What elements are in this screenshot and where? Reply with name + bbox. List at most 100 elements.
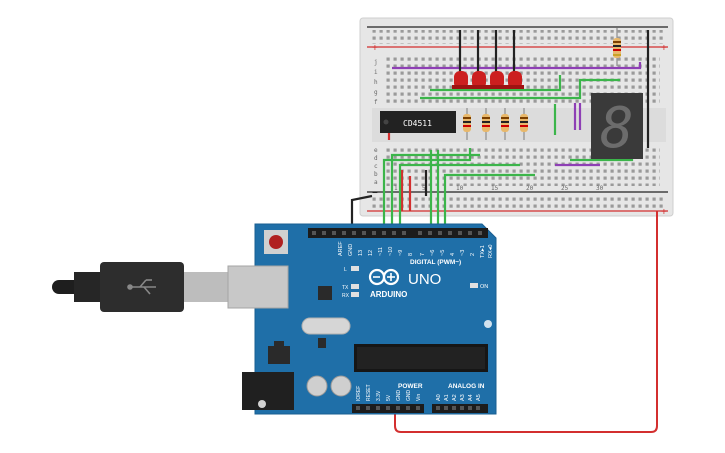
- col-label-20: 20: [526, 185, 534, 192]
- pin-label-2: 2: [470, 253, 476, 256]
- led-resistor-3[interactable]: [501, 108, 509, 140]
- reset-button-cap: [269, 235, 283, 249]
- arduino-logo-icon: [368, 268, 400, 286]
- mounting-hole-1: [258, 400, 266, 408]
- row-label-a: a: [374, 179, 378, 186]
- pin-label-5v: 5V: [386, 394, 392, 401]
- led-resistor-4[interactable]: [520, 108, 528, 140]
- pin-label-7: 7: [420, 253, 426, 256]
- purple-wires: [392, 62, 642, 167]
- led-resistor-1[interactable]: [463, 108, 471, 140]
- bottom-rail-holes: [372, 195, 666, 208]
- pin-label-gnd-1: GND: [396, 390, 402, 402]
- green-wire-2[interactable]: [420, 78, 620, 100]
- pin-label-0: RX◂0: [488, 245, 494, 258]
- gnd-wire[interactable]: [350, 194, 373, 232]
- row-label-e: e: [374, 147, 378, 154]
- led-2[interactable]: [470, 71, 488, 89]
- digital-header-label: DIGITAL (PWM~): [410, 259, 461, 266]
- col-label-15: 15: [491, 185, 499, 192]
- chip-label: CD4511: [403, 119, 432, 128]
- pin-label-aref: AREF: [338, 241, 344, 256]
- led-resistor-2[interactable]: [482, 108, 490, 140]
- voltage-regulator: [268, 346, 290, 364]
- col-label-10: 10: [456, 185, 464, 192]
- col-label-30: 30: [596, 185, 604, 192]
- seven-segment-digit: 8: [600, 96, 634, 161]
- green-wire-1[interactable]: [430, 75, 562, 92]
- led-4[interactable]: [506, 71, 524, 89]
- purple-wire-top[interactable]: [392, 62, 642, 70]
- led-group: [452, 71, 524, 89]
- pin-label-ioref: IOREF: [356, 386, 362, 401]
- top-plus-label: +: [372, 43, 378, 54]
- five-volt-wire[interactable]: [394, 211, 658, 433]
- led-label-tx: TX: [342, 285, 349, 291]
- row-label-g: g: [374, 89, 378, 96]
- mounting-hole-2: [484, 320, 492, 328]
- pin-label-3: ~3: [460, 250, 466, 256]
- pin-label-12: 12: [368, 250, 374, 256]
- pin-label-9: ~9: [398, 250, 404, 256]
- pin-label-reset: RESET: [366, 384, 372, 401]
- pin-label-vin: Vin: [416, 394, 422, 401]
- arduino-model: UNO: [408, 271, 441, 288]
- pin-label-gnd-2: GND: [406, 390, 412, 402]
- pin-label-a1: A1: [444, 394, 450, 401]
- bottom-minus-label: −: [372, 188, 378, 199]
- row-label-c: c: [374, 163, 378, 170]
- pin-label-a5: A5: [476, 394, 482, 401]
- green-arduino-wire-6[interactable]: [443, 173, 535, 232]
- atmega-body: [357, 347, 485, 369]
- pin-label-10: ~10: [388, 247, 394, 256]
- arduino-board[interactable]: AREF GND 13 12 ~11 ~10 ~9 8 7 ~6 ~5 4 ~3…: [227, 223, 497, 415]
- usb-symbol-icon: [127, 279, 156, 295]
- row-label-i: i: [374, 69, 378, 76]
- capacitor-2: [330, 375, 352, 397]
- green-wires-to-arduino: [382, 148, 535, 232]
- row-label-b: b: [374, 171, 378, 178]
- row-label-j: j: [374, 59, 378, 66]
- cd4511-chip[interactable]: CD4511: [380, 111, 456, 133]
- arduino-brand: ARDUINO: [370, 290, 407, 299]
- top-plus-label-right: +: [661, 43, 667, 54]
- pin-label-3v3: 3.3V: [376, 390, 382, 401]
- usb-cable[interactable]: [52, 262, 234, 312]
- power-pin-labels: IOREF RESET 3.3V 5V GND GND Vin: [356, 384, 422, 401]
- status-leds: L TX RX: [342, 266, 359, 299]
- green-wires-top: [420, 75, 634, 162]
- pin-label-a0: A0: [436, 394, 442, 401]
- led-1[interactable]: [452, 71, 470, 89]
- pin-label-6: ~6: [430, 250, 436, 256]
- on-led: [470, 283, 478, 288]
- dc-power-jack: [242, 372, 294, 410]
- col-label-5: 5: [422, 185, 426, 192]
- pin-label-gnd: GND: [348, 244, 354, 256]
- col-label-25: 25: [561, 185, 569, 192]
- seven-segment-display[interactable]: 8: [591, 93, 643, 161]
- analog-label: ANALOG IN: [448, 383, 485, 390]
- led-label-l: L: [344, 267, 347, 273]
- capacitor-1: [306, 375, 328, 397]
- resistor-top[interactable]: [613, 28, 621, 66]
- col-label-1: 1: [394, 185, 398, 192]
- led-resistors: [463, 108, 528, 140]
- pin-label-a2: A2: [452, 394, 458, 401]
- top-rail-holes: [372, 30, 666, 44]
- row-label-f: f: [374, 99, 378, 106]
- analog-pin-labels: A0 A1 A2 A3 A4 A5: [436, 394, 482, 401]
- pin-label-5: ~5: [440, 250, 446, 256]
- green-arduino-wire-2[interactable]: [390, 153, 480, 232]
- led-label-rx: RX: [342, 293, 350, 299]
- pin-label-11: ~11: [378, 247, 384, 256]
- on-label: ON: [480, 284, 488, 290]
- led-3[interactable]: [488, 71, 506, 89]
- small-component: [318, 338, 326, 348]
- pin-label-8: 8: [408, 253, 414, 256]
- pin-label-a3: A3: [460, 394, 466, 401]
- usb-b-port: [227, 265, 289, 309]
- green-arduino-wire-3[interactable]: [398, 163, 520, 232]
- digital-pin-labels: AREF GND 13 12 ~11 ~10 ~9 8 7 ~6 ~5 4 ~3…: [338, 241, 494, 258]
- power-label: POWER: [398, 383, 423, 390]
